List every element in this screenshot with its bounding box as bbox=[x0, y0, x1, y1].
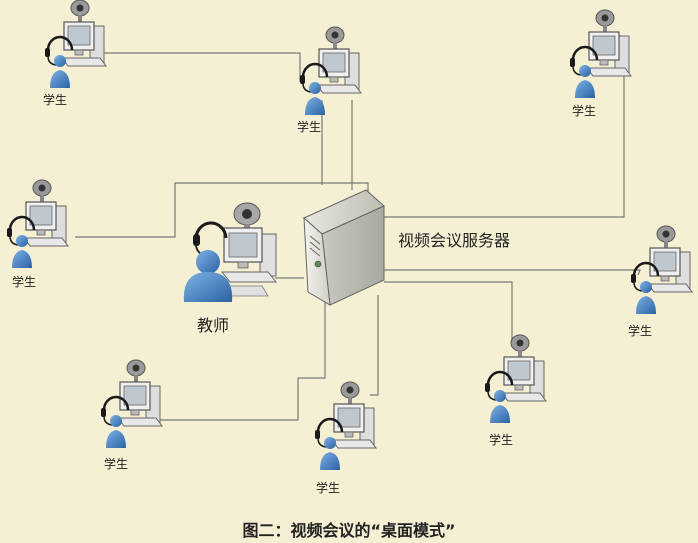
link-student-8 bbox=[160, 298, 326, 421]
video-conference-server bbox=[303, 189, 385, 306]
student-label-7: 学生 bbox=[104, 456, 128, 471]
connection-lines bbox=[75, 52, 641, 421]
student-label-1: 学生 bbox=[43, 92, 67, 107]
link-student-7 bbox=[370, 295, 379, 396]
student-label-6: 学生 bbox=[489, 432, 513, 447]
student-label-8: 学生 bbox=[316, 480, 340, 495]
student-station-4 bbox=[5, 178, 70, 270]
link-student-1 bbox=[100, 52, 301, 82]
teacher-station bbox=[183, 202, 278, 302]
student-label-4: 学生 bbox=[12, 274, 36, 289]
student-station-8 bbox=[313, 380, 378, 472]
student-label-3: 学生 bbox=[572, 103, 596, 118]
student-station-3 bbox=[568, 8, 633, 100]
student-station-6 bbox=[483, 333, 548, 425]
student-station-1 bbox=[43, 0, 108, 90]
teacher-label: 教师 bbox=[197, 316, 229, 335]
link-student-4 bbox=[75, 182, 369, 238]
link-student-5 bbox=[384, 269, 641, 276]
server-label: 视频会议服务器 bbox=[398, 231, 510, 250]
link-student-3 bbox=[384, 75, 625, 218]
student-station-7 bbox=[99, 358, 164, 450]
student-label-5: 学生 bbox=[628, 323, 652, 338]
link-student-6 bbox=[384, 281, 513, 340]
figure-caption: 图二：视频会议的“桌面模式” bbox=[242, 521, 455, 540]
student-label-2: 学生 bbox=[297, 119, 321, 134]
